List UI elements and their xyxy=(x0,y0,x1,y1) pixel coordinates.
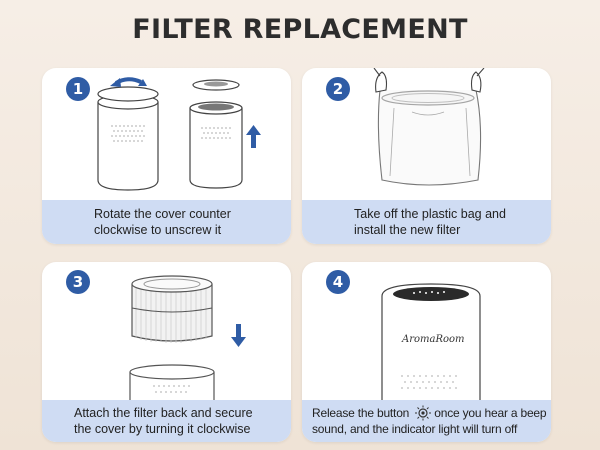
caption-line: clockwise to unscrew it xyxy=(94,223,222,237)
step-3-card: 3 Attach the filter back and secure the … xyxy=(42,262,291,442)
light-button-icon xyxy=(415,405,432,421)
step-number-badge: 3 xyxy=(66,270,90,294)
down-arrow-icon xyxy=(231,324,246,347)
step-4-caption: Release the button once you hear a beep … xyxy=(302,400,551,442)
caption-line: Rotate the cover counter xyxy=(94,207,231,221)
up-arrow-icon xyxy=(246,125,261,148)
page-title: FILTER REPLACEMENT xyxy=(132,14,468,45)
step-3-caption: Attach the filter back and secure the co… xyxy=(42,400,291,442)
caption-line: Release the button once you hear a beep xyxy=(312,405,551,421)
step-2-illustration xyxy=(373,68,485,186)
step-1-illustration xyxy=(97,77,261,191)
step-4-card: AromaRoom 4 Release the button once you … xyxy=(302,262,551,442)
step-number-badge: 2 xyxy=(326,77,350,101)
step-4-illustration: AromaRoom xyxy=(381,283,481,400)
step-2-caption: Take off the plastic bag and install the… xyxy=(302,200,551,244)
caption-line: sound, and the indicator light will turn… xyxy=(312,422,518,436)
step-2-card: 2 Take off the plastic bag and install t… xyxy=(302,68,551,244)
step-1-caption: Rotate the cover counter clockwise to un… xyxy=(42,200,291,244)
brand-logo: AromaRoom xyxy=(401,334,465,345)
step-1-card: 1 Rotate the cover counter clockwise to … xyxy=(42,68,291,244)
step-number-badge: 4 xyxy=(326,270,350,294)
step-3-illustration xyxy=(129,275,246,400)
step-number-badge: 1 xyxy=(66,77,90,101)
caption-line: the cover by turning it clockwise xyxy=(74,422,251,436)
rotate-arrow-icon xyxy=(110,77,147,87)
caption-line: Attach the filter back and secure xyxy=(74,406,253,420)
caption-line: Take off the plastic bag and xyxy=(354,207,506,221)
caption-text: Release the button xyxy=(312,406,410,420)
caption-text: once you hear a beep xyxy=(434,406,547,420)
caption-line: install the new filter xyxy=(354,223,461,237)
